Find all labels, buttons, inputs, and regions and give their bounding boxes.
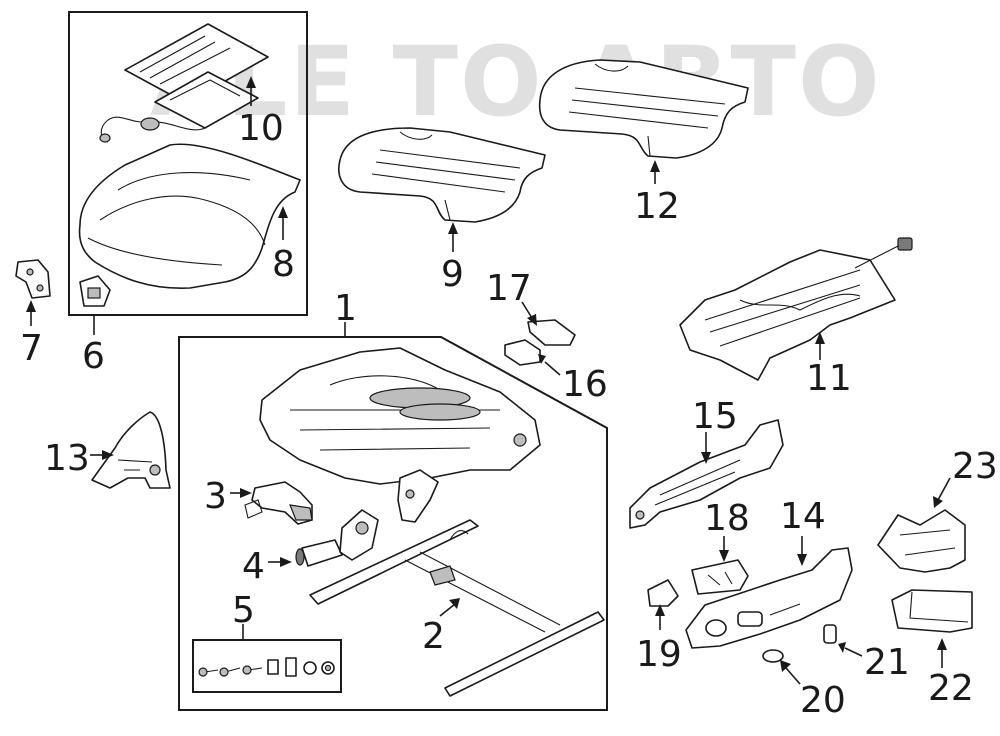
callout-23: 23 bbox=[952, 446, 998, 487]
callout-20: 20 bbox=[800, 680, 846, 721]
part-3-motor[interactable] bbox=[244, 481, 313, 525]
callout-11: 11 bbox=[806, 358, 852, 399]
part-14-side-shield[interactable] bbox=[685, 547, 853, 649]
part-10-seat-sensor-mat[interactable] bbox=[99, 23, 269, 143]
part-7-bracket[interactable] bbox=[15, 259, 51, 299]
part-13-side-cover[interactable] bbox=[91, 411, 171, 489]
callout-19: 19 bbox=[636, 634, 682, 675]
part-22-control-module[interactable] bbox=[891, 589, 973, 633]
part-2-seat-track[interactable] bbox=[309, 519, 605, 697]
callout-1: 1 bbox=[334, 288, 357, 329]
callout-9: 9 bbox=[441, 254, 464, 295]
part-11-heater-mat[interactable] bbox=[679, 237, 913, 381]
part-1-seat-frame[interactable] bbox=[259, 347, 541, 523]
callout-10: 10 bbox=[238, 108, 284, 149]
part-9-seat-cover[interactable] bbox=[338, 127, 546, 223]
watermark-logo: ALE TO ABTO bbox=[150, 26, 882, 138]
callout-6: 6 bbox=[82, 336, 105, 377]
callout-4: 4 bbox=[242, 546, 265, 587]
callout-18: 18 bbox=[704, 498, 750, 539]
callout-17: 17 bbox=[486, 268, 532, 309]
callout-3: 3 bbox=[204, 476, 227, 517]
part-4-motor[interactable] bbox=[295, 509, 379, 567]
callout-2: 2 bbox=[422, 616, 445, 657]
callout-8: 8 bbox=[272, 244, 295, 285]
group-box-1 bbox=[178, 336, 608, 711]
callout-21: 21 bbox=[864, 642, 910, 683]
callout-12: 12 bbox=[634, 186, 680, 227]
callout-15: 15 bbox=[692, 396, 738, 437]
part-17-bracket[interactable] bbox=[527, 319, 576, 346]
fastener-box-5 bbox=[192, 639, 342, 693]
leader-lines bbox=[26, 76, 951, 685]
part-8-cushion-pad[interactable] bbox=[78, 143, 301, 290]
callout-13: 13 bbox=[44, 438, 90, 479]
part-23-bracket[interactable] bbox=[877, 509, 966, 573]
part-12-seat-cover[interactable] bbox=[538, 59, 749, 159]
group-box-6 bbox=[68, 11, 308, 316]
part-6-clip[interactable] bbox=[79, 275, 111, 307]
part-18-switch[interactable] bbox=[691, 559, 749, 595]
callout-7: 7 bbox=[20, 328, 43, 369]
callout-numbers: 1 2 3 4 5 6 7 8 9 10 11 12 13 14 15 16 1… bbox=[20, 108, 998, 721]
part-19-knob[interactable] bbox=[647, 579, 679, 607]
callout-22: 22 bbox=[928, 668, 974, 709]
part-5-fasteners[interactable] bbox=[198, 657, 335, 677]
callout-5: 5 bbox=[232, 590, 255, 631]
part-16-switch[interactable] bbox=[504, 339, 541, 366]
part-20-cap[interactable] bbox=[762, 649, 784, 663]
callout-14: 14 bbox=[780, 496, 826, 537]
callout-16: 16 bbox=[562, 364, 608, 405]
part-21-cap[interactable] bbox=[823, 624, 837, 644]
